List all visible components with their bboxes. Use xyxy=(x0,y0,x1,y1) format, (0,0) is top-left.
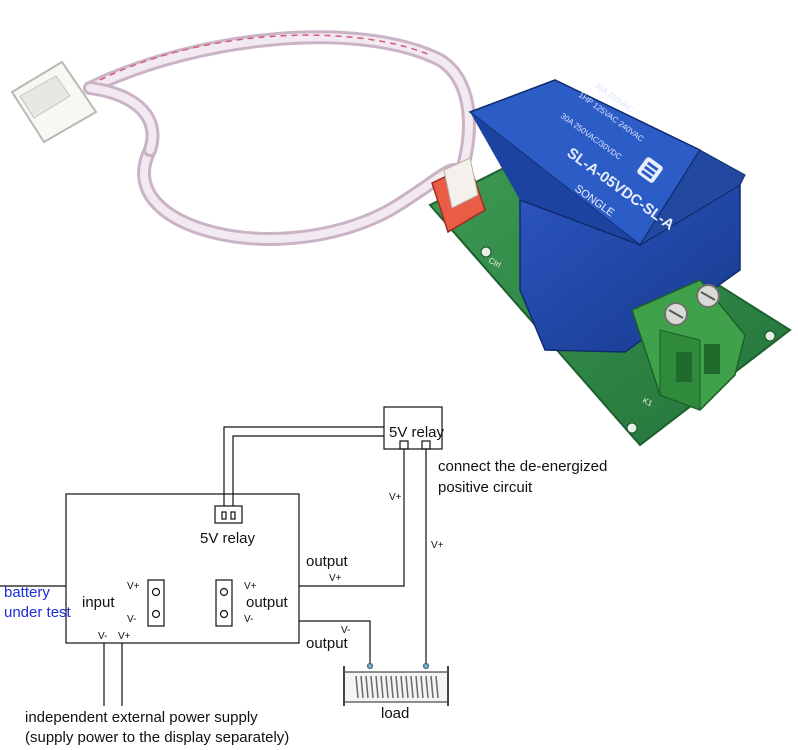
relay-terminal xyxy=(421,440,431,450)
output-terminal xyxy=(215,579,233,627)
battery-label-line-2: under test xyxy=(4,604,72,621)
songle-logo xyxy=(637,157,663,183)
mounting-hole xyxy=(764,330,776,342)
output-vminus-label: V- xyxy=(341,625,350,636)
relay-connector-pin xyxy=(221,511,227,520)
output-label: output xyxy=(246,594,289,611)
load-label: load xyxy=(381,705,409,722)
output-label: output xyxy=(306,553,349,570)
relay-connector xyxy=(214,505,243,524)
pcb-connector xyxy=(431,157,486,234)
input-vminus-label: V- xyxy=(127,614,136,625)
cable-plug xyxy=(10,60,98,144)
terminal-hole xyxy=(219,609,229,619)
supply-label-line-1: independent external power supply xyxy=(25,709,258,726)
output-label: output xyxy=(306,635,349,652)
screw-terminal xyxy=(631,279,746,411)
terminal-hole xyxy=(151,609,161,619)
output-vminus-wire xyxy=(299,620,371,664)
relay-terminal xyxy=(399,440,409,450)
vplus-label: V+ xyxy=(431,540,444,551)
input-label: input xyxy=(82,594,115,611)
mounting-hole xyxy=(480,246,492,258)
connect-note-line-2: positive circuit xyxy=(438,479,533,496)
output-terminal-vminus-label: V- xyxy=(244,614,253,625)
output-vplus-wire xyxy=(299,449,405,587)
supply-vplus-label: V+ xyxy=(118,631,131,642)
supply-vminus-label: V- xyxy=(98,631,107,642)
relay-box-label: 5V relay xyxy=(389,424,445,441)
load-resistor xyxy=(343,662,449,706)
display-module-box xyxy=(65,493,300,644)
relay-body: SL-A-05VDC-SL-A SONGLE 30A 250VAC/30VDC … xyxy=(468,79,746,353)
connect-note-line-1: connect the de-energized xyxy=(438,458,607,475)
diagram-labels: 5V relay connect the de-energized positi… xyxy=(4,424,607,746)
relay-box xyxy=(383,406,443,450)
relay-connector-pin xyxy=(230,511,236,520)
terminal-hole xyxy=(151,587,161,597)
output-vplus-label: V+ xyxy=(329,573,342,584)
vplus-label: V+ xyxy=(389,492,402,503)
relay-module-photo: Ctrl K1 SL-A-05VDC-SL-A SONGLE 30A 250VA… xyxy=(10,30,792,447)
wiring-diagram xyxy=(0,406,449,706)
battery-label-line-1: battery xyxy=(4,584,50,601)
pcb-mark: K1 xyxy=(641,396,654,409)
output-terminal-vplus-label: V+ xyxy=(244,581,257,592)
mounting-hole xyxy=(626,422,638,434)
input-terminal xyxy=(147,579,165,627)
relay-control-wire xyxy=(232,435,384,506)
supply-label-line-2: (supply power to the display separately) xyxy=(25,729,289,746)
relay-control-wire xyxy=(223,426,384,506)
cable xyxy=(83,30,476,246)
inner-relay-label: 5V relay xyxy=(200,530,256,547)
terminal-hole xyxy=(219,587,229,597)
input-vplus-label: V+ xyxy=(127,581,140,592)
